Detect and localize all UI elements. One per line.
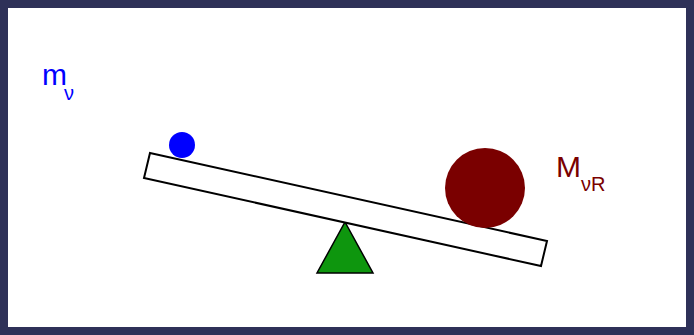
mass-symbol: m xyxy=(42,60,67,90)
subscript: νR xyxy=(581,174,605,194)
mass-symbol: M xyxy=(556,152,581,182)
subscript: ν xyxy=(64,83,74,103)
fulcrum-triangle xyxy=(317,222,373,273)
white-panel xyxy=(8,8,686,327)
heavy-neutrino-ball xyxy=(445,148,525,228)
light-neutrino-ball xyxy=(169,132,195,158)
